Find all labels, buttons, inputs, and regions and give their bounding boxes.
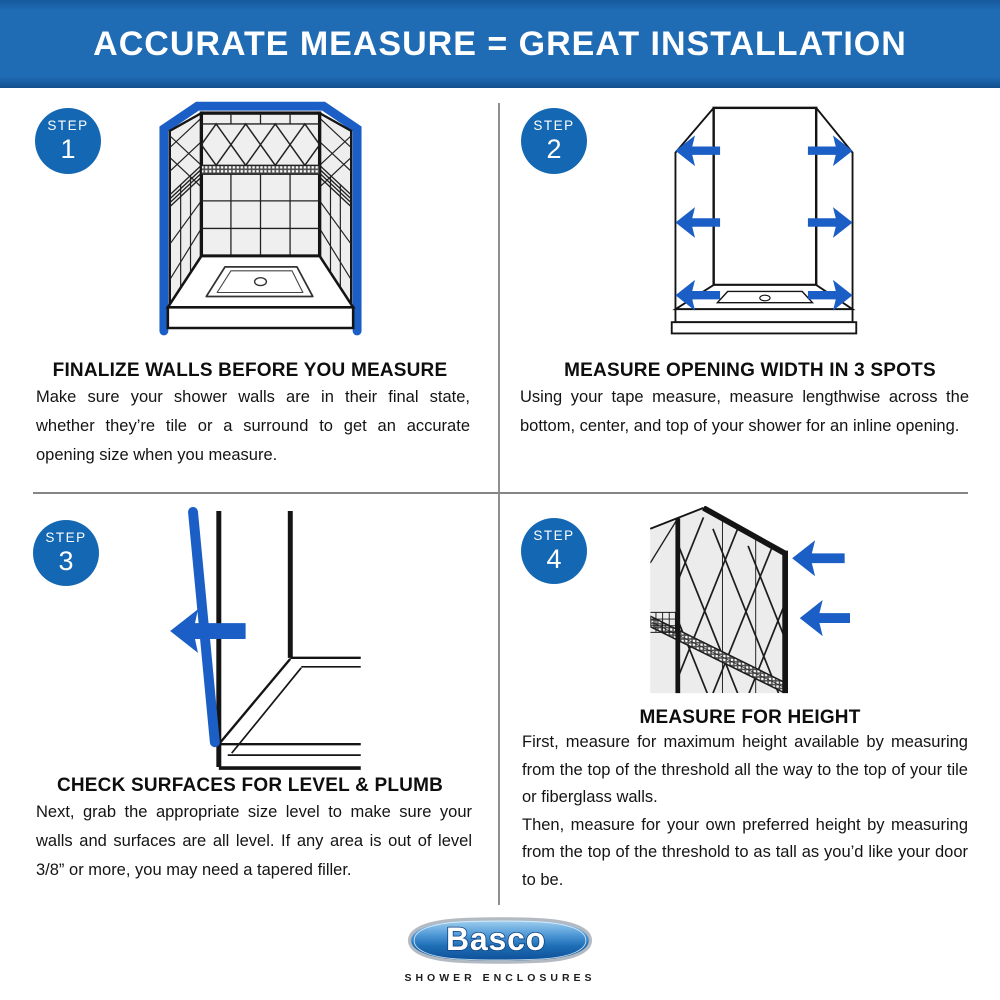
level-plumb-illustration <box>170 506 361 770</box>
step-1-badge: STEP 1 <box>35 108 101 174</box>
drain <box>759 294 771 302</box>
logo-inner-highlight <box>413 920 587 961</box>
step-4-heading: MEASURE FOR HEIGHT <box>639 707 861 728</box>
page-title: ACCURATE MEASURE = GREAT INSTALLATION <box>93 24 907 63</box>
step-1-heading: FINALIZE WALLS BEFORE YOU MEASURE <box>52 360 448 381</box>
mosaic-border-strip <box>200 164 321 175</box>
step-1-body: Make sure your shower walls are in their… <box>36 388 470 464</box>
step-badge-number: 2 <box>546 133 562 164</box>
step-badge-number: 3 <box>58 545 74 576</box>
logo-brand-text: Basco <box>446 921 546 957</box>
step-badge-label: STEP <box>533 528 575 544</box>
left-arrow-icon <box>170 609 246 653</box>
step-badge-number: 4 <box>546 543 562 574</box>
drain <box>253 277 268 287</box>
left-arrow-icon <box>799 600 850 637</box>
step-badge-number: 1 <box>60 133 76 164</box>
step-4-badge: STEP 4 <box>521 518 587 584</box>
step-badge-label: STEP <box>47 118 89 134</box>
left-tile-wall <box>168 111 203 312</box>
horizontal-divider <box>33 492 968 494</box>
logo-tagline: SHOWER ENCLOSURES <box>404 972 596 984</box>
step-4-body-paragraph-1: First, measure for maximum height availa… <box>522 733 968 806</box>
registered-trademark-symbol: ® <box>582 920 589 930</box>
step-3-body: Next, grab the appropriate size level to… <box>36 803 472 879</box>
step-badge-label: STEP <box>45 530 87 546</box>
shower-pan <box>165 254 356 330</box>
step-2-badge: STEP 2 <box>521 108 587 174</box>
logo-lozenge <box>407 917 593 964</box>
step-3-badge: STEP 3 <box>33 520 99 586</box>
step-4-body: First, measure for maximum height availa… <box>522 729 968 894</box>
step-2-body: Using your tape measure, measure lengthw… <box>520 388 969 435</box>
back-tile-wall <box>199 111 322 258</box>
height-measure-illustration <box>650 506 850 694</box>
left-arrow-icon <box>792 540 845 577</box>
wall-corner-and-pan <box>216 510 361 770</box>
opening-width-illustration <box>670 106 858 335</box>
shower-enclosure-illustration <box>159 101 362 336</box>
vertical-divider <box>498 103 500 905</box>
step-4-body-paragraph-2: Then, measure for your own preferred hei… <box>522 815 968 889</box>
step-2-heading: MEASURE OPENING WIDTH IN 3 SPOTS <box>564 360 936 381</box>
tile-grid-patch <box>650 611 676 633</box>
step-3-heading: CHECK SURFACES FOR LEVEL & PLUMB <box>56 775 444 796</box>
step-badge-label: STEP <box>533 118 575 134</box>
basco-logo: Basco ® <box>407 917 593 964</box>
header-banner: ACCURATE MEASURE = GREAT INSTALLATION <box>0 0 1000 88</box>
tile-wall-closeup <box>650 506 788 694</box>
wall-outline-highlight <box>159 101 362 336</box>
